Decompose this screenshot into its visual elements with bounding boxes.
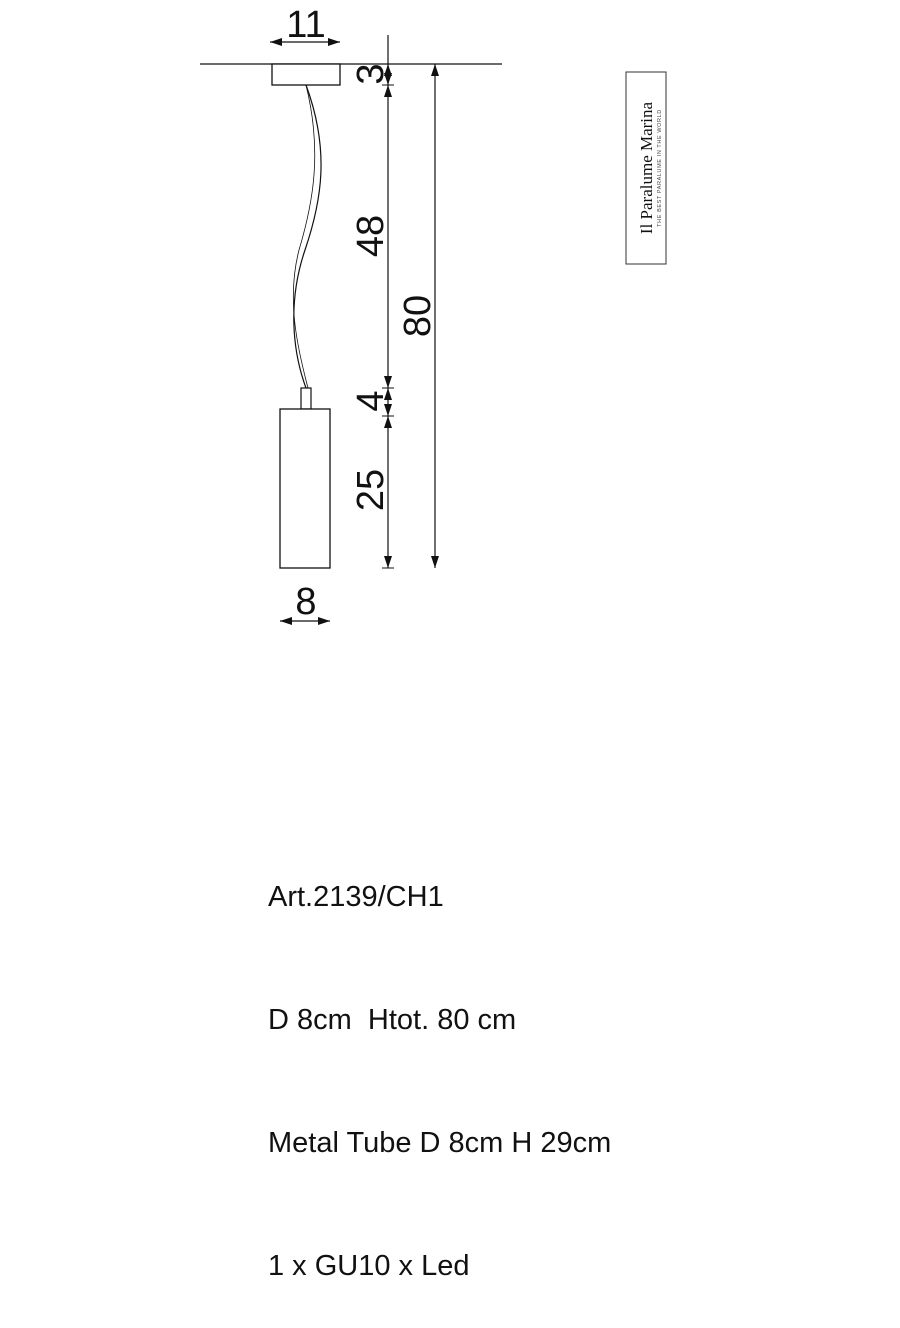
suspension-cable-back (292, 84, 316, 389)
suspension-cable (293, 84, 322, 389)
brand-logo: Il Paralume Marina THE BEST PARALUME IN … (625, 71, 667, 265)
brand-logo-tagline: THE BEST PARALUME IN THE WORLD (657, 109, 663, 227)
lamp-tube (279, 408, 331, 569)
dim-tube-height-label: 25 (350, 469, 392, 511)
dim-connector-length-label: 4 (350, 390, 392, 411)
dim-canopy-height-label: 3 (350, 63, 392, 84)
canopy (271, 63, 341, 86)
dim-total-height-label: 80 (397, 295, 439, 337)
spec-size: D 8cm Htot. 80 cm (268, 1004, 517, 1036)
dim-canopy-width-label: 11 (286, 4, 325, 46)
dim-tube-diameter-label: 8 (295, 581, 316, 623)
spec-material: Metal Tube D 8cm H 29cm (268, 1127, 612, 1159)
spec-article: Art.2139/CH1 (268, 881, 444, 913)
spec-lamp: 1 x GU10 x Led (268, 1250, 470, 1282)
brand-logo-name: Il Paralume Marina (637, 101, 656, 234)
technical-drawing: 11 8 3 48 4 25 80 Il Paralume Marina THE… (200, 4, 667, 625)
dim-cable-length-label: 48 (350, 215, 392, 257)
product-spec: Art.2139/CH1 D 8cm Htot. 80 cm Metal Tub… (268, 795, 611, 1328)
connector (300, 387, 312, 410)
